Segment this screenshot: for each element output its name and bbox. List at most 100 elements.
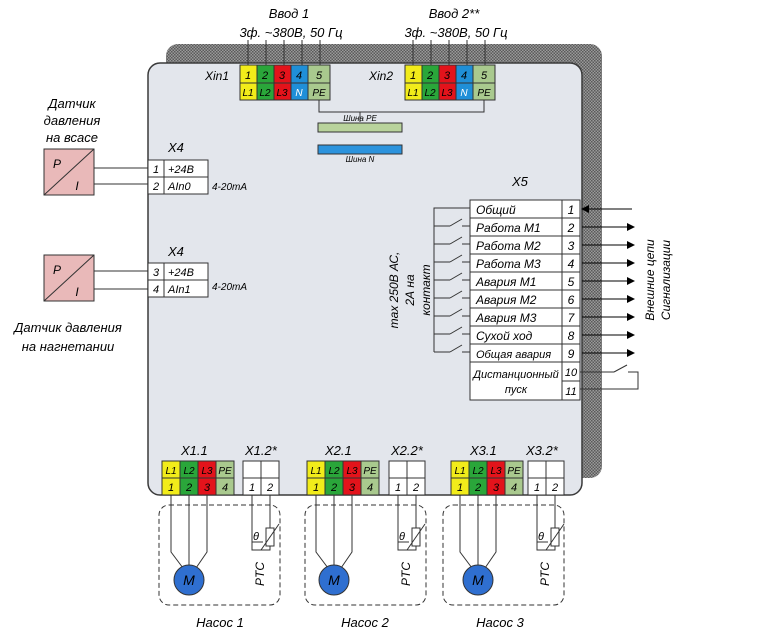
svg-text:2: 2 [426,70,433,82]
x5-signal-arrows [581,205,635,357]
input2-title: Ввод 2** [429,6,480,21]
svg-text:3: 3 [279,70,286,82]
svg-text:P: P [53,157,61,171]
svg-text:Сигнализации: Сигнализации [659,240,673,320]
pump3-ptc-label: PTC [538,562,552,586]
x4-bottom-label: X4 [167,244,184,259]
svg-text:+24В: +24В [168,267,194,279]
svg-text:Авария М3: Авария М3 [475,311,537,325]
svg-text:2: 2 [551,482,558,494]
svg-text:5: 5 [481,70,488,82]
svg-text:Внешние цепи: Внешние цепи [643,239,657,321]
svg-text:2: 2 [152,181,159,193]
pump2-motor-symbol: M [328,572,340,588]
xin2-terminal-block: 1 2 3 4 5 L1 L2 L3 N PE [404,64,496,101]
xin1-terminal-block: 1 2 3 4 5 L1 L2 L3 N PE [239,64,331,101]
pump3-motor-symbol: M [472,572,484,588]
input-leads [247,40,486,65]
svg-text:1: 1 [410,70,416,82]
svg-text:AIn0: AIn0 [167,181,192,193]
pump3-name: Насос 3 [476,615,524,630]
sensor2-wires [94,270,148,290]
xin1-label: Xin1 [204,69,229,83]
svg-text:3: 3 [153,267,160,279]
remote-start-switch [580,364,639,390]
svg-text:Авария М1: Авария М1 [475,275,536,289]
pump3-wiring [459,495,565,569]
suction-sensor-label-2: давления [44,113,101,128]
svg-text:Общий: Общий [476,203,516,217]
discharge-sensor-label-1: Датчик давления [12,320,122,335]
pump1-ptc-label: PTC [253,562,267,586]
pump1-ptc-terminal-label: X1.2* [244,443,278,458]
svg-text:3: 3 [493,482,500,494]
svg-text:max 250В АС,: max 250В АС, [387,252,401,329]
input1-title: Ввод 1 [269,6,309,21]
external-circuits-label: Внешние цепи Сигнализации [643,239,673,321]
pump3-ptc-terminal-label: X3.2* [525,443,559,458]
svg-text:4: 4 [568,257,575,271]
svg-text:L1: L1 [310,466,321,477]
svg-text:2: 2 [330,482,337,494]
pump2-theta: θ [399,531,405,543]
svg-text:10: 10 [565,367,578,379]
svg-text:L1: L1 [242,88,253,99]
pump2-ptc-terminal-label: X2.2* [390,443,424,458]
bus-pe-label: Шина PE [343,114,377,123]
svg-text:L3: L3 [441,88,453,99]
svg-text:I: I [75,179,79,193]
x4-bottom-terminal: 3 4 +24В AIn1 [147,262,209,298]
svg-text:3: 3 [444,70,451,82]
svg-text:1: 1 [568,203,575,217]
svg-text:Работа М2: Работа М2 [476,239,541,253]
svg-text:Работа М3: Работа М3 [476,257,541,271]
xin2-label: Xin2 [368,69,393,83]
svg-text:PE: PE [477,88,491,99]
svg-text:2А на: 2А на [403,274,417,307]
x5-label: X5 [511,174,529,189]
suction-sensor-label-1: Датчик [46,96,96,111]
svg-text:11: 11 [565,386,576,398]
svg-text:PE: PE [218,466,232,477]
svg-text:1: 1 [313,482,319,494]
svg-text:6: 6 [568,293,575,307]
discharge-pressure-sensor: P I [43,254,95,302]
svg-text:4: 4 [367,482,373,494]
pump3-theta: θ [538,531,544,543]
bus-n-label: Шина N [346,155,375,164]
svg-text:L3: L3 [276,88,288,99]
svg-text:Сухой ход: Сухой ход [476,329,533,343]
svg-text:2: 2 [567,221,575,235]
pump2-terminal-block: L1 L2 L3 PE 1 2 3 4 1 2 [306,460,426,496]
svg-text:L1: L1 [165,466,176,477]
pump3-motor [462,564,494,596]
svg-text:2: 2 [412,482,419,494]
pump3-terminal-label: X3.1 [469,443,497,458]
pump3-dashed-frame [442,504,565,606]
svg-text:Общая авария: Общая авария [476,349,551,361]
svg-text:Работа М1: Работа М1 [476,221,541,235]
svg-text:N: N [295,88,303,99]
pe-leads [318,100,485,122]
svg-text:L3: L3 [346,466,358,477]
sensor1-wires [94,167,148,185]
svg-text:L3: L3 [490,466,502,477]
pump3-terminal-block: L1 L2 L3 PE 1 2 3 4 1 2 [450,460,565,496]
svg-text:1: 1 [395,482,401,494]
svg-text:N: N [460,88,468,99]
pump1-motor-symbol: M [183,572,195,588]
svg-text:контакт: контакт [419,264,433,315]
svg-text:+24В: +24В [168,164,194,176]
svg-text:L2: L2 [183,466,195,477]
pump1-wiring [170,495,280,569]
pump2-wiring [315,495,426,569]
svg-text:PE: PE [507,466,521,477]
svg-text:3: 3 [568,239,575,253]
svg-text:L1: L1 [407,88,418,99]
svg-text:1: 1 [245,70,251,82]
svg-text:4: 4 [296,70,302,82]
svg-text:2: 2 [261,70,268,82]
svg-text:2: 2 [185,482,192,494]
svg-text:4: 4 [461,70,467,82]
